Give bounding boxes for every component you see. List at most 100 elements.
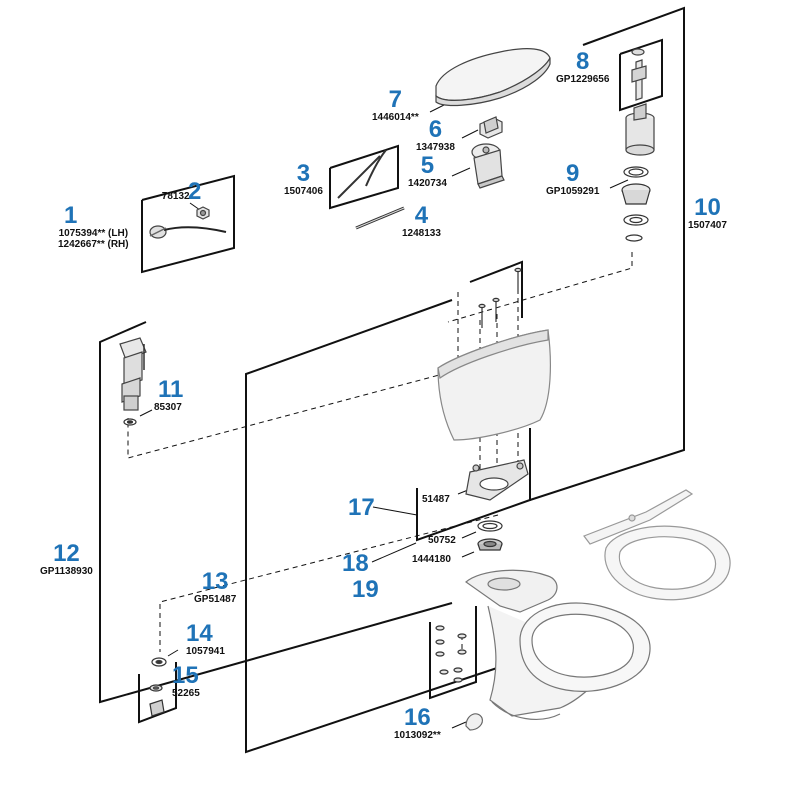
callout-2-code: 78132 — [161, 191, 190, 202]
seal-kit-part-8 — [631, 48, 647, 101]
frame-part-15 — [138, 662, 177, 724]
callout-8-code: GP1229656 — [556, 74, 610, 85]
callout-6: 6 1347938 — [416, 118, 455, 153]
parts — [119, 48, 731, 731]
frame-part-8 — [619, 38, 663, 112]
callout-19-number: 19 — [352, 576, 379, 603]
callout-17: 17 — [348, 496, 375, 520]
spud-washer-part-19 — [477, 538, 503, 551]
callout-10-code: 1507407 — [688, 220, 727, 231]
rod-part-3 — [337, 149, 387, 199]
leader-9 — [609, 179, 629, 189]
coupling-nuts-part-14-15 — [149, 657, 167, 717]
callout-1: 1 1075394** (LH) 1242667** (RH) — [58, 204, 129, 250]
frame-part-10 — [529, 6, 685, 501]
frame-part-bowl-bolts — [429, 606, 477, 700]
callout-6-number: 6 — [428, 116, 443, 143]
leader-18b — [461, 531, 477, 539]
callout-9: 9 GP1059291 — [546, 162, 599, 197]
callout-19-code-label: 1444180 — [412, 554, 451, 565]
gasket-stack-part-9 — [621, 166, 651, 242]
dash-coupling — [159, 514, 499, 652]
callout-14-code: 1057941 — [186, 646, 225, 657]
dash-flush-valve — [447, 252, 633, 323]
callout-18-code: 50752 — [428, 535, 456, 546]
callout-14: 14 1057941 — [186, 622, 225, 657]
bowl-bolts-part — [435, 625, 467, 683]
callout-12-number: 12 — [53, 540, 80, 567]
frame-part-1 — [141, 174, 235, 274]
callout-1-code-lh: 1075394** (LH) — [58, 228, 129, 239]
frame-part-17 — [416, 428, 531, 542]
fill-valve-part-11 — [119, 337, 147, 426]
callout-11-code: 85307 — [154, 402, 182, 413]
callout-5-number: 5 — [420, 152, 435, 179]
toilet-seat-part — [583, 489, 731, 601]
tank-lid-part — [435, 48, 551, 107]
coupling-plate-part-17 — [465, 459, 529, 501]
callout-10-number: 10 — [694, 194, 721, 221]
leader-17 — [372, 506, 418, 516]
callout-8: 8 GP1229656 — [556, 50, 609, 85]
toilet-tank-part — [437, 329, 551, 441]
callout-13: 13 GP51487 — [194, 570, 236, 605]
leader-6 — [461, 129, 479, 139]
callout-4-code: 1248133 — [402, 228, 441, 239]
callout-19-code: 1444180 — [412, 554, 451, 565]
callout-16: 16 1013092** — [394, 706, 441, 741]
callout-11-number: 11 — [158, 376, 184, 403]
bracket-frames — [99, 6, 685, 754]
callout-18-code-label: 50752 — [428, 535, 456, 546]
callout-17-number: 17 — [348, 494, 375, 521]
callout-6-code: 1347938 — [416, 142, 455, 153]
callout-12: 12 GP1138930 — [40, 542, 93, 577]
leader-16 — [451, 721, 467, 729]
flush-valve-part — [625, 103, 655, 156]
leader-19 — [461, 551, 475, 558]
actuator-part-5 — [471, 143, 505, 189]
callout-13-code: GP51487 — [194, 594, 237, 605]
callout-8-number: 8 — [576, 48, 590, 75]
callout-18-number: 18 — [342, 550, 369, 577]
toilet-bowl-part — [465, 569, 651, 720]
callout-2: 2 78132 — [150, 178, 202, 205]
callout-17-code-label: 51487 — [422, 494, 450, 505]
leader-5 — [451, 167, 471, 177]
callout-7-code: 1446014** — [372, 112, 419, 123]
callout-3: 3 1507406 — [284, 162, 323, 197]
callout-1-number: 1 — [64, 202, 78, 229]
frame-part-3 — [329, 144, 399, 210]
callout-9-code: GP1059291 — [546, 186, 600, 197]
callout-14-number: 14 — [186, 620, 213, 647]
callout-19: 19 — [352, 578, 379, 602]
clip-part-6 — [479, 116, 503, 139]
leader-11 — [139, 409, 153, 417]
gasket-ring-part-18 — [477, 520, 503, 532]
callout-18: 18 — [342, 552, 369, 576]
callout-7-number: 7 — [388, 86, 403, 113]
leader-14 — [167, 649, 179, 657]
dash-fill-valve — [127, 292, 459, 459]
callout-11: 11 85307 — [154, 378, 183, 413]
leader-18 — [371, 542, 417, 563]
callout-5-code: 1420734 — [408, 178, 447, 189]
frame-part-tank-bolts — [469, 260, 523, 318]
callout-17-code: 51487 — [422, 494, 450, 505]
frame-part-13 — [245, 299, 498, 754]
callout-16-code: 1013092** — [394, 730, 441, 741]
callout-3-code: 1507406 — [284, 186, 323, 197]
tank-bolts-part — [478, 267, 522, 328]
callout-16-number: 16 — [404, 704, 431, 731]
callout-5: 5 1420734 — [408, 154, 447, 189]
callout-13-number: 13 — [201, 568, 229, 595]
callout-4: 4 1248133 — [402, 204, 441, 239]
callout-7: 7 1446014** — [372, 88, 419, 123]
callout-4-number: 4 — [414, 202, 429, 229]
callout-2-number: 2 — [188, 178, 202, 205]
cap-part-16 — [465, 713, 483, 731]
callout-3-number: 3 — [296, 160, 311, 187]
nut-part-2 — [196, 206, 210, 220]
callout-15-code: 52265 — [172, 688, 200, 699]
callout-15-number: 15 — [172, 662, 199, 689]
